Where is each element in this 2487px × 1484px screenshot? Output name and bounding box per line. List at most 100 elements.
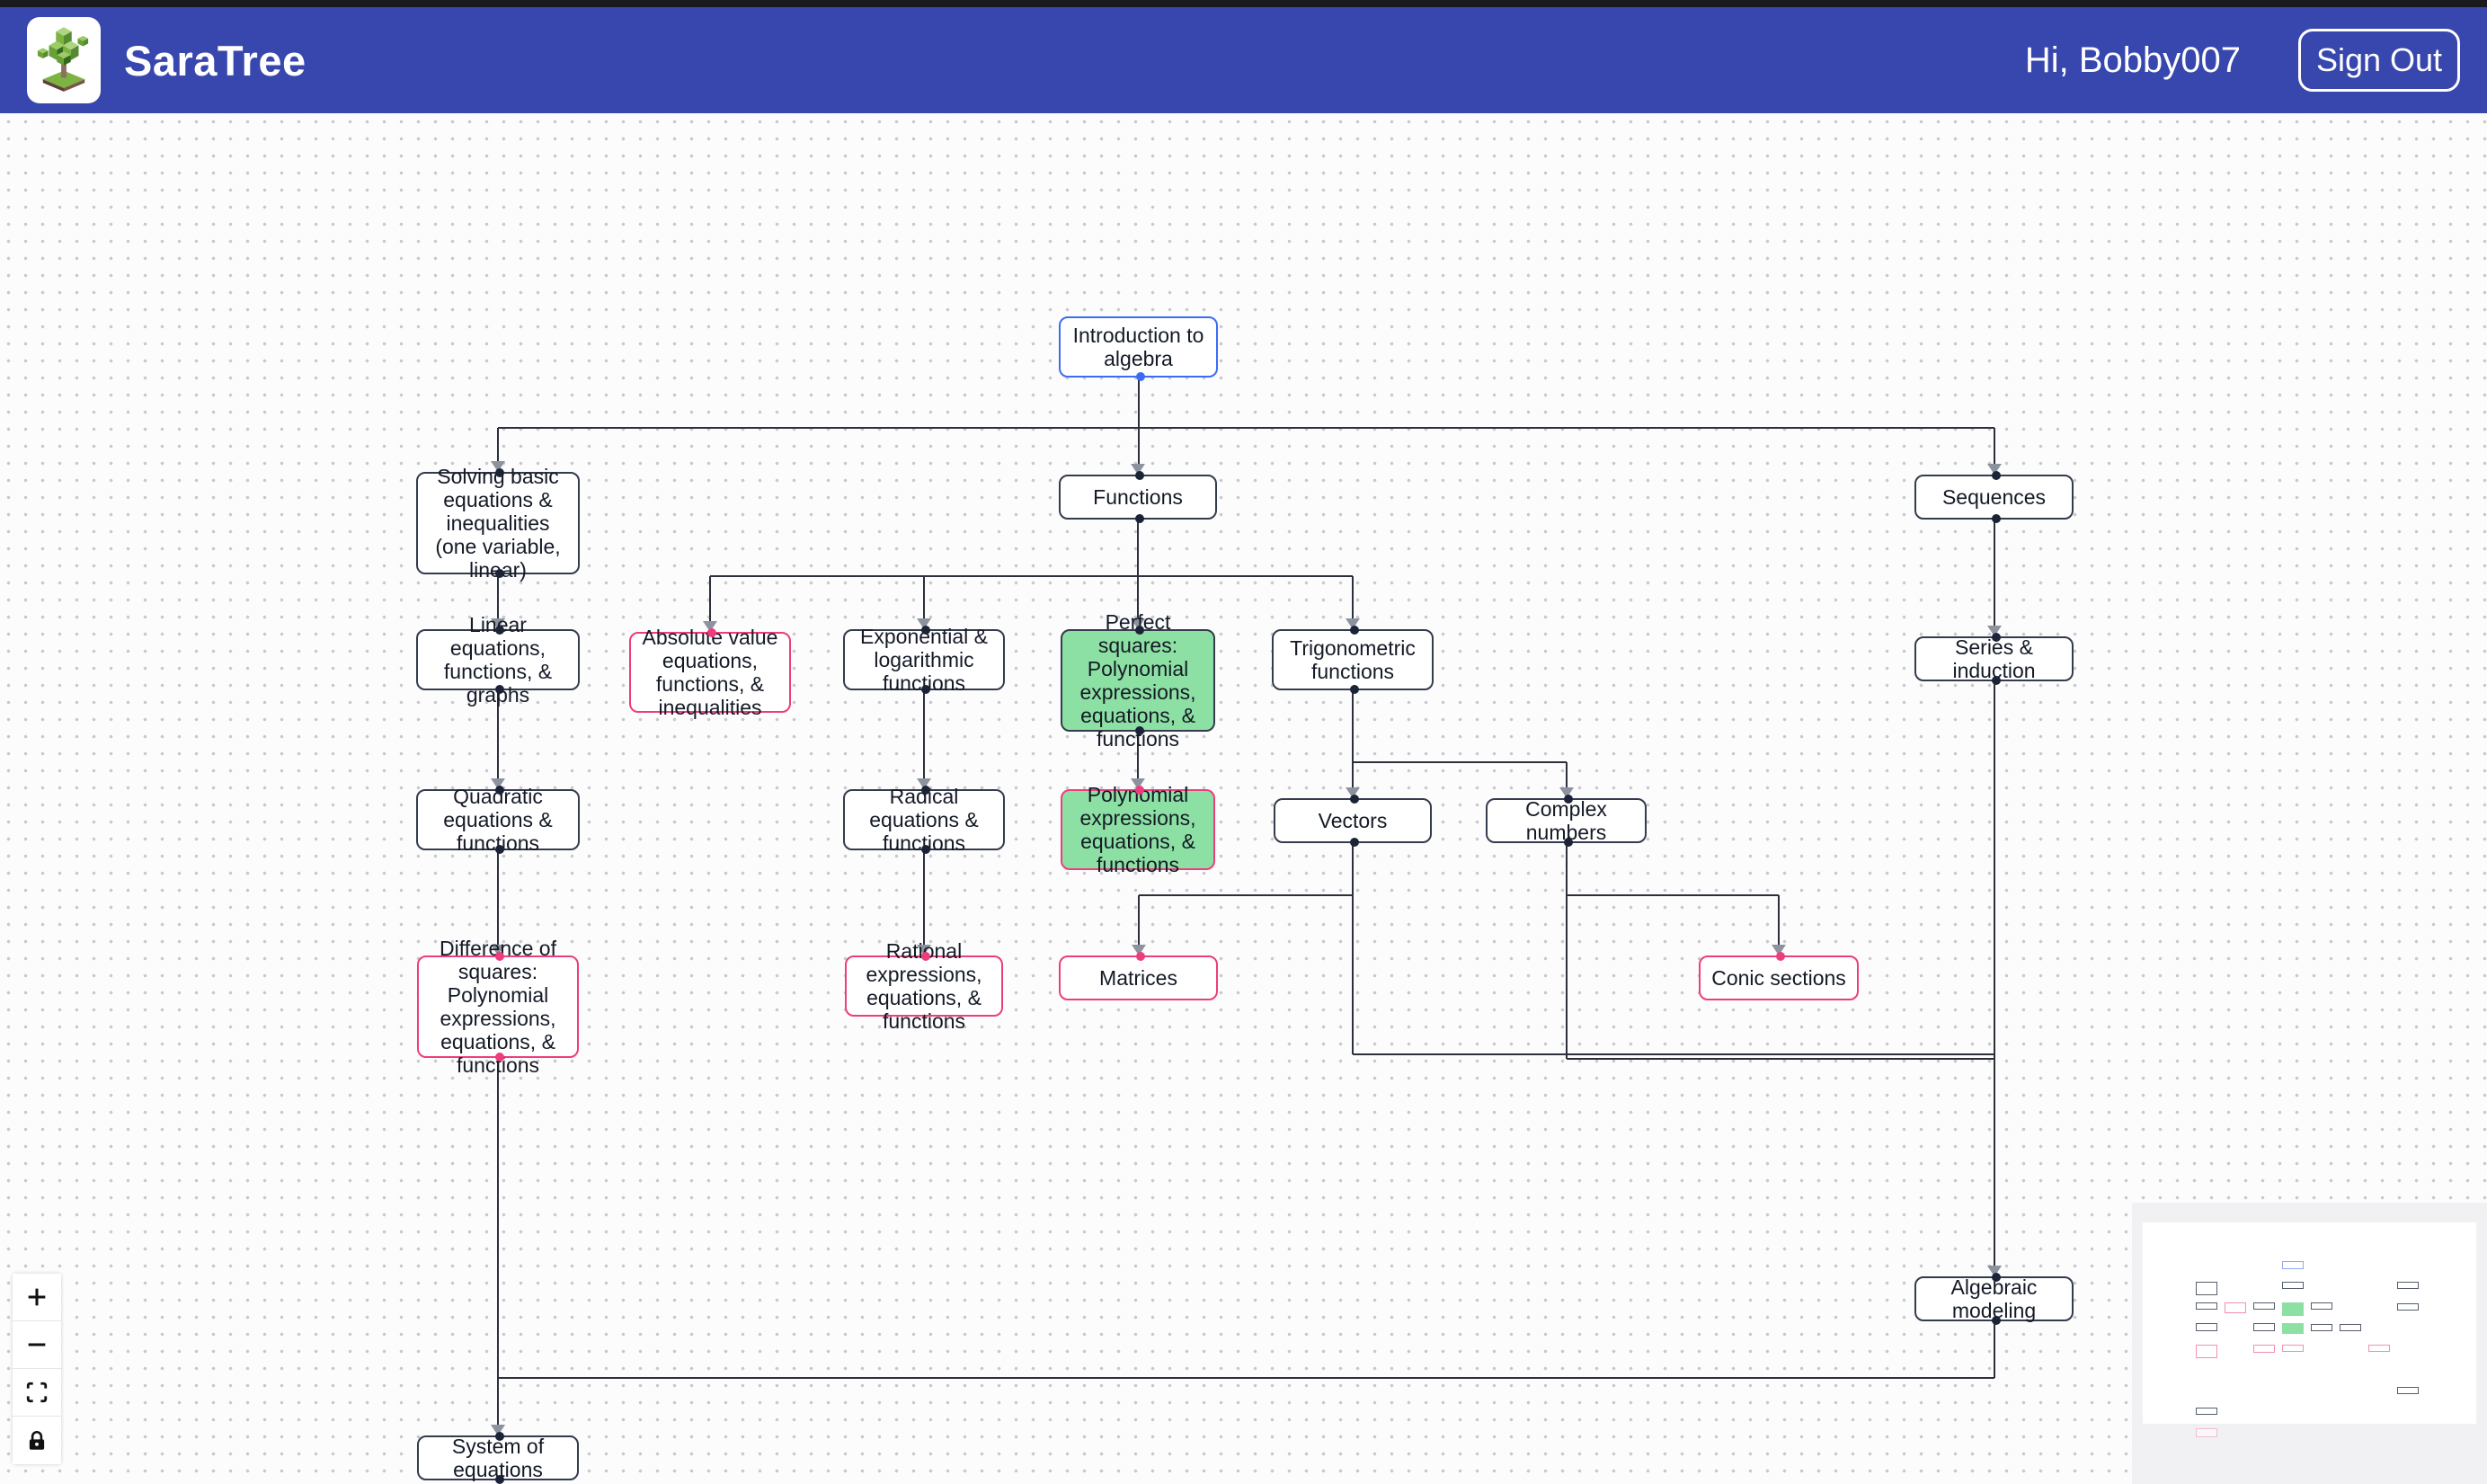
target-handle[interactable]: [921, 626, 930, 635]
target-handle[interactable]: [1135, 786, 1144, 795]
minimap-node-rational: [2253, 1345, 2275, 1354]
target-handle[interactable]: [1135, 626, 1144, 635]
target-handle[interactable]: [495, 468, 504, 477]
edge-segment: [1352, 576, 1354, 629]
node-label: Perfect squares: Polynomial expressions,…: [1079, 610, 1196, 751]
zoom-in-button[interactable]: [13, 1274, 61, 1321]
edge-segment: [1353, 761, 1567, 763]
target-handle[interactable]: [1135, 952, 1145, 961]
target-handle[interactable]: [921, 952, 930, 961]
flow-node-difference[interactable]: Difference of squares: Polynomial expres…: [417, 937, 579, 1077]
source-handle[interactable]: [1350, 838, 1359, 847]
node-label: Conic sections: [1711, 966, 1846, 990]
flow-node-explog[interactable]: Exponential & logarithmic functions: [843, 625, 1005, 695]
source-handle[interactable]: [1991, 676, 2001, 685]
flow-node-absolute[interactable]: Absolute value equations, functions, & i…: [629, 626, 791, 719]
target-handle[interactable]: [495, 786, 504, 795]
edge-segment: [1778, 895, 1780, 955]
edge-segment: [1993, 428, 1995, 475]
target-handle[interactable]: [1991, 471, 2001, 480]
minimap-node-solving: [2196, 1281, 2218, 1295]
source-handle[interactable]: [1135, 372, 1145, 381]
source-handle[interactable]: [1350, 685, 1359, 694]
target-handle[interactable]: [707, 628, 716, 637]
flow-node-perfect[interactable]: Perfect squares: Polynomial expressions,…: [1061, 610, 1215, 751]
edge-segment: [923, 850, 925, 955]
user-greeting: Hi, Bobby007: [2024, 40, 2241, 80]
node-label: Linear equations, functions, & graphs: [443, 613, 553, 706]
minimap-node-vectors: [2311, 1324, 2332, 1332]
minimap[interactable]: [2132, 1203, 2487, 1484]
flow-node-radical[interactable]: Radical equations & functions: [843, 785, 1005, 855]
flow-node-matrices[interactable]: Matrices: [1059, 952, 1218, 1000]
source-handle[interactable]: [1991, 1316, 2001, 1325]
source-handle[interactable]: [1991, 514, 2001, 523]
edge-segment: [1565, 843, 1568, 1059]
source-handle[interactable]: [495, 1053, 504, 1062]
edge-segment: [1137, 520, 1139, 576]
flow-node-linear[interactable]: Linear equations, functions, & graphs: [416, 613, 580, 706]
source-handle[interactable]: [495, 685, 504, 694]
target-handle[interactable]: [921, 786, 930, 795]
tree-logo-icon: [36, 25, 92, 96]
flow-node-complex[interactable]: Complex numbers: [1486, 795, 1647, 847]
flow-node-functions[interactable]: Functions: [1059, 471, 1217, 523]
target-handle[interactable]: [1776, 952, 1785, 961]
target-handle[interactable]: [1991, 633, 2001, 642]
flow-node-system[interactable]: System of equations: [417, 1432, 579, 1484]
node-label: Matrices: [1099, 966, 1177, 990]
source-handle[interactable]: [1135, 726, 1144, 735]
source-handle[interactable]: [1135, 514, 1144, 523]
edge-segment: [1137, 895, 1140, 955]
flow-node-quadratic[interactable]: Quadratic equations & functions: [416, 785, 580, 855]
flow-node-trig[interactable]: Trigonometric functions: [1272, 626, 1434, 694]
brand-title: SaraTree: [124, 36, 306, 84]
flow-node-polynomial[interactable]: Polynomial expressions, equations, & fun…: [1061, 783, 1215, 876]
target-handle[interactable]: [495, 626, 504, 635]
target-handle[interactable]: [1135, 471, 1144, 480]
source-handle[interactable]: [921, 685, 930, 694]
minimap-node-polynomial: [2282, 1322, 2304, 1334]
source-handle[interactable]: [495, 1475, 504, 1484]
edge-segment: [1137, 732, 1139, 789]
node-label: Polynomial expressions, equations, & fun…: [1079, 783, 1196, 876]
flow-node-rational[interactable]: Rational expressions, equations, & funct…: [845, 939, 1003, 1033]
minimap-viewport[interactable]: [2143, 1222, 2476, 1424]
flow-node-vectors[interactable]: Vectors: [1274, 795, 1432, 847]
target-handle[interactable]: [1350, 626, 1359, 635]
flow-node-sequences[interactable]: Sequences: [1914, 471, 2074, 523]
node-label: Sequences: [1941, 485, 2047, 509]
target-handle[interactable]: [495, 1432, 504, 1441]
edge-segment: [497, 690, 499, 789]
minimap-node-sequences: [2397, 1282, 2419, 1290]
source-handle[interactable]: [495, 845, 504, 854]
edge-segment: [1138, 575, 1353, 577]
minimap-node-system: [2196, 1408, 2218, 1416]
edge-segment: [1137, 378, 1140, 428]
target-handle[interactable]: [495, 952, 504, 961]
flow-node-solving[interactable]: Solving basic equations & inequalities (…: [416, 465, 580, 582]
flow-node-algebraic[interactable]: Algebraic modeling: [1914, 1273, 2074, 1325]
lock-button[interactable]: [13, 1417, 61, 1464]
target-handle[interactable]: [1563, 795, 1573, 804]
source-handle[interactable]: [495, 569, 504, 578]
minimap-node-intro: [2282, 1261, 2304, 1269]
target-handle[interactable]: [1350, 795, 1359, 804]
node-label: Rational expressions, equations, & funct…: [866, 939, 982, 1033]
minimap-node-conic: [2367, 1345, 2390, 1353]
fit-view-button[interactable]: [13, 1369, 61, 1417]
flow-node-intro[interactable]: Introduction to algebra: [1059, 316, 1218, 381]
flow-node-conic[interactable]: Conic sections: [1699, 952, 1859, 1000]
node-label: Vectors: [1318, 809, 1388, 832]
sign-out-button[interactable]: Sign Out: [2298, 29, 2460, 92]
node-label: Solving basic equations & inequalities (…: [435, 465, 561, 582]
zoom-out-button[interactable]: [13, 1321, 61, 1369]
flow-canvas[interactable]: [0, 113, 2487, 1484]
edge-segment: [497, 1058, 499, 1435]
edge-segment: [1993, 520, 1995, 636]
flow-node-series[interactable]: Series & induction: [1914, 633, 2074, 685]
target-handle[interactable]: [1991, 1273, 2001, 1282]
source-handle[interactable]: [1563, 838, 1573, 847]
source-handle[interactable]: [921, 845, 930, 854]
node-label: Complex numbers: [1525, 797, 1607, 844]
